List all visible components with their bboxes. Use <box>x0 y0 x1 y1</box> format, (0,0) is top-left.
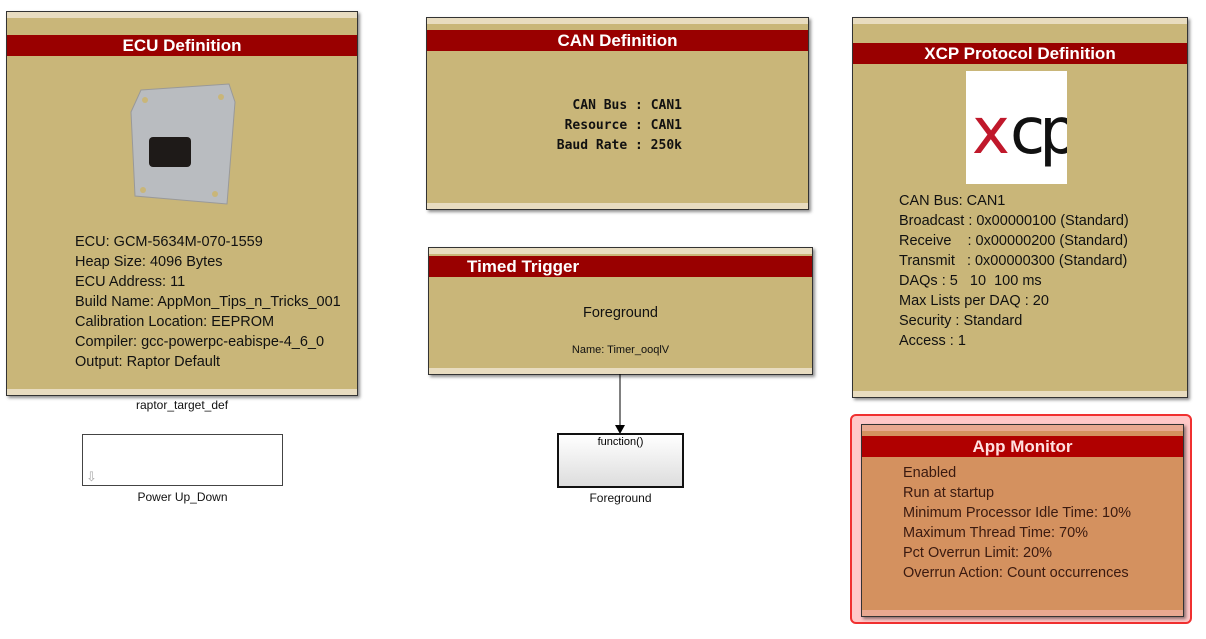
app-monitor-line: Run at startup <box>903 485 995 501</box>
can-title: CAN Definition <box>427 30 808 51</box>
timed-trigger-main: Foreground <box>583 305 658 321</box>
power-up-down-caption: Power Up_Down <box>137 490 228 504</box>
can-line: Resource : CAN1 <box>564 118 682 133</box>
xcp-line: Receive : 0x00000200 (Standard) <box>899 233 1128 249</box>
svg-text:cp: cp <box>1010 95 1067 169</box>
svg-text:x: x <box>972 95 1008 169</box>
app-monitor-line: Enabled <box>903 465 957 481</box>
ecu-line: ECU: GCM-5634M-070-1559 <box>75 234 263 250</box>
ecu-line: Compiler: gcc-powerpc-eabispe-4_6_0 <box>75 334 325 350</box>
ecu-image <box>130 83 236 205</box>
ecu-caption: raptor_target_def <box>135 398 229 412</box>
xcp-line: Broadcast : 0x00000100 (Standard) <box>899 213 1129 229</box>
xcp-line: Max Lists per DAQ : 20 <box>899 293 1049 309</box>
can-line: Baud Rate : 250k <box>556 138 682 153</box>
trigger-connection-line <box>615 374 625 434</box>
xcp-title: XCP Protocol Definition <box>853 43 1187 64</box>
timed-trigger-title: Timed Trigger <box>429 256 812 277</box>
xcp-line: DAQs : 5 10 100 ms <box>899 273 1042 289</box>
xcp-line: Access : 1 <box>899 333 966 349</box>
down-arrow-icon: ⇩ <box>86 469 97 484</box>
xcp-line: Transmit : 0x00000300 (Standard) <box>899 253 1128 269</box>
timed-trigger-block[interactable]: Timed Trigger Foreground Name: Timer_ooq… <box>428 247 813 375</box>
app-monitor-line: Maximum Thread Time: 70% <box>903 525 1089 541</box>
function-port-label: function() <box>597 436 644 448</box>
can-line: CAN Bus : CAN1 <box>572 98 682 113</box>
ecu-title: ECU Definition <box>7 35 357 56</box>
foreground-caption: Foreground <box>589 491 652 505</box>
xcp-line: CAN Bus: CAN1 <box>899 193 1006 209</box>
timed-trigger-name: Name: Timer_ooqlV <box>571 344 670 356</box>
ecu-line: Build Name: AppMon_Tips_n_Tricks_001 <box>75 294 341 310</box>
power-up-down-block[interactable]: ⇩ <box>82 434 283 486</box>
ecu-line: ECU Address: 11 <box>75 274 186 290</box>
app-monitor-line: Minimum Processor Idle Time: 10% <box>903 505 1132 521</box>
app-monitor-line: Overrun Action: Count occurrences <box>903 565 1129 581</box>
app-monitor-line: Pct Overrun Limit: 20% <box>903 545 1053 561</box>
foreground-subsystem-block[interactable]: function() <box>557 433 684 488</box>
xcp-line: Security : Standard <box>899 313 1023 329</box>
ecu-line: Output: Raptor Default <box>75 354 221 370</box>
ecu-line: Calibration Location: EEPROM <box>75 314 275 330</box>
ecu-line: Heap Size: 4096 Bytes <box>75 254 223 270</box>
app-monitor-title: App Monitor <box>862 436 1183 457</box>
